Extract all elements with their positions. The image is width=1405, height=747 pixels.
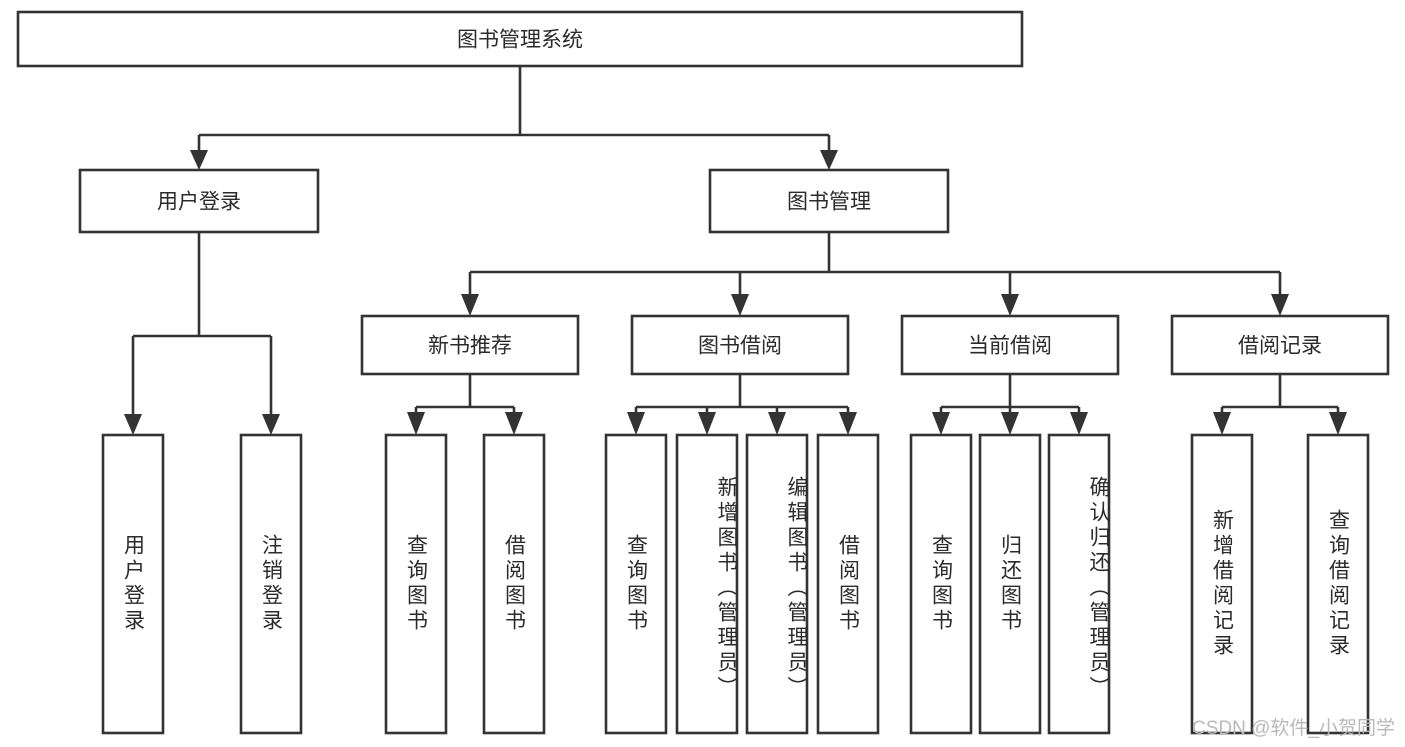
node-new-book-recommend[interactable]: 新书推荐 — [360, 314, 580, 376]
connector-group-user-login-children — [124, 232, 280, 435]
arrow-head-user-login — [190, 150, 208, 170]
connector-group-book-borrow-children — [627, 374, 857, 435]
arrow-head-leaf-u1 — [124, 414, 142, 435]
arrow-head-borrow-record — [1271, 294, 1289, 316]
arrow-head-leaf-r2 — [1329, 412, 1347, 435]
connector-group-borrow-record-children — [1213, 374, 1347, 435]
node-root-system[interactable]: 图书管理系统 — [16, 10, 1024, 68]
arrow-head-leaf-b4 — [839, 412, 857, 435]
leaf-box-current-borrow-1[interactable] — [909, 433, 973, 735]
node-borrow-record-box[interactable] — [1170, 314, 1390, 376]
leaf-box-book-borrow-2[interactable] — [675, 433, 739, 735]
leaf-box-book-borrow-4[interactable] — [816, 433, 880, 735]
csdn-watermark: CSDN @软件_小贺同学 — [1192, 718, 1395, 739]
node-current-borrow-label: 当前借阅 — [968, 335, 1052, 358]
connector-group-book-manage-children — [461, 232, 1289, 316]
node-current-borrow-box[interactable] — [900, 314, 1120, 376]
node-user-login-box[interactable] — [78, 168, 320, 234]
arrow-head-leaf-b2 — [698, 412, 716, 435]
node-current-borrow[interactable]: 当前借阅 — [900, 314, 1120, 376]
arrow-head-leaf-r1 — [1213, 412, 1231, 435]
node-borrow-record-label: 借阅记录 — [1238, 335, 1322, 358]
node-book-manage-box[interactable] — [708, 168, 950, 234]
node-book-borrow[interactable]: 图书借阅 — [630, 314, 850, 376]
arrow-head-book-borrow — [731, 294, 749, 316]
arrow-head-leaf-b1 — [627, 412, 645, 435]
node-root-system-box[interactable] — [16, 10, 1024, 68]
arrow-head-leaf-c1 — [932, 412, 950, 435]
node-user-login[interactable]: 用户登录 — [78, 168, 320, 234]
leaf-box-new-book-1[interactable] — [384, 433, 448, 735]
arrow-head-leaf-c3 — [1070, 412, 1088, 435]
leaf-box-new-book-2[interactable] — [482, 433, 546, 735]
node-new-book-recommend-label: 新书推荐 — [428, 335, 512, 358]
node-book-borrow-label: 图书借阅 — [698, 335, 782, 358]
node-book-manage-label: 图书管理 — [787, 191, 871, 214]
leaf-box-user-login-2[interactable] — [239, 433, 303, 735]
arrow-head-leaf-u2 — [262, 414, 280, 435]
connector-group-root-to-level2 — [190, 66, 838, 170]
connector-group-new-book-children — [407, 374, 523, 435]
node-user-login-label: 用户登录 — [157, 191, 241, 214]
connector-group-current-borrow-children — [932, 374, 1088, 435]
leaf-box-current-borrow-2[interactable] — [978, 433, 1042, 735]
node-root-system-label: 图书管理系统 — [457, 29, 583, 52]
leaf-box-book-borrow-3[interactable] — [745, 433, 809, 735]
arrow-head-leaf-b3 — [768, 412, 786, 435]
node-new-book-recommend-box[interactable] — [360, 314, 580, 376]
arrow-head-current-borrow — [1001, 294, 1019, 316]
leaf-box-borrow-record-2[interactable] — [1306, 433, 1370, 735]
arrow-head-leaf-n2 — [505, 412, 523, 435]
arrow-head-leaf-n1 — [407, 412, 425, 435]
arrow-head-leaf-c2 — [1001, 412, 1019, 435]
leaf-box-current-borrow-3[interactable] — [1047, 433, 1111, 735]
leaf-box-user-login-1[interactable] — [101, 433, 165, 735]
arrow-head-new-book — [461, 294, 479, 316]
leaf-box-borrow-record-1[interactable] — [1190, 433, 1254, 735]
node-book-borrow-box[interactable] — [630, 314, 850, 376]
leaf-box-book-borrow-1[interactable] — [604, 433, 668, 735]
node-book-manage[interactable]: 图书管理 — [708, 168, 950, 234]
node-borrow-record[interactable]: 借阅记录 — [1170, 314, 1390, 376]
arrow-head-book-manage — [820, 150, 838, 170]
